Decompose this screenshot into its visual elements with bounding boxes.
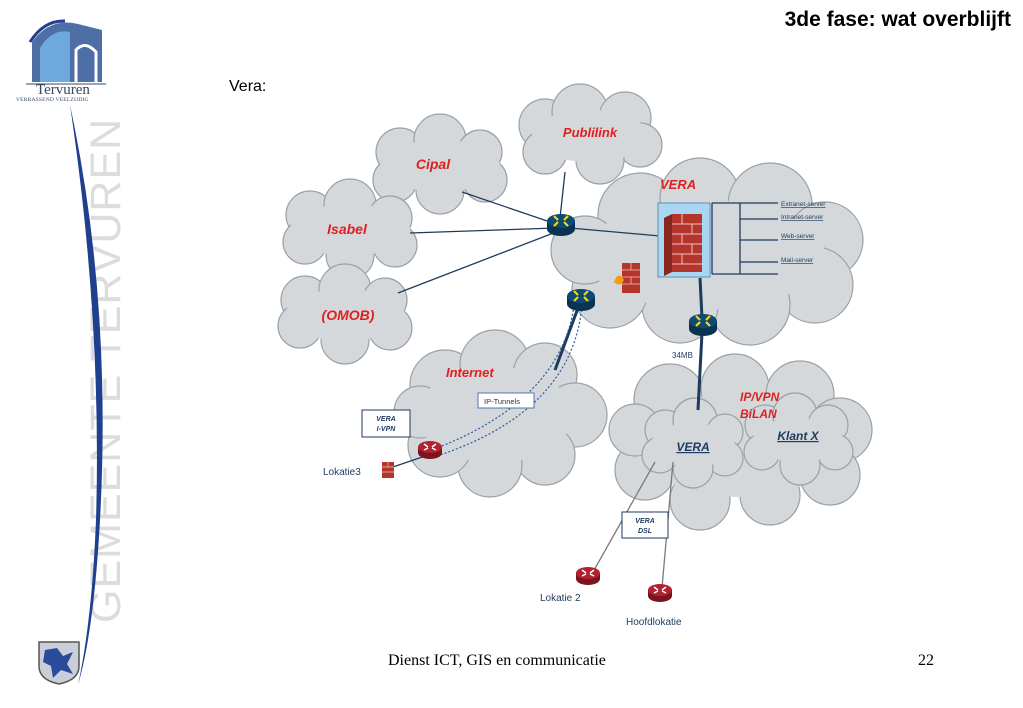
- vera-dsl-box: [621, 511, 669, 539]
- cloud-omob: [277, 263, 413, 365]
- vera-dsl-line2: DSL: [638, 528, 652, 535]
- cloud-klant-x: [743, 392, 854, 486]
- lokatie3-label: Lokatie3: [323, 467, 361, 478]
- label-vera-main: VERA: [660, 177, 696, 192]
- label-isabel: Isabel: [327, 221, 368, 237]
- lokatie2-label: Lokatie 2: [540, 593, 581, 604]
- hoofdlokatie-label: Hoofdlokatie: [626, 617, 682, 628]
- router-ipvpn-icon: [687, 312, 719, 338]
- label-klant-x: Klant X: [777, 429, 819, 443]
- server-label: Intranet-server: [781, 214, 824, 221]
- label-ipvpn-line2: BiLAN: [740, 407, 777, 421]
- page-number: 22: [918, 652, 934, 669]
- cloud-cipal: [372, 113, 508, 215]
- lokatie3-firewall-icon: [382, 462, 394, 478]
- vera-ivpn-box: [361, 409, 411, 438]
- cloud-isabel: [282, 178, 418, 280]
- cloud-publilink: [518, 83, 663, 185]
- small-firewall-icon: [614, 263, 640, 293]
- cloud-vera-inner: [641, 397, 744, 489]
- vera-ivpn-line2: I-VPN: [377, 426, 397, 433]
- server-label: Extranet-server: [781, 201, 826, 208]
- label-publilink: Publilink: [563, 125, 618, 140]
- firewall-icon: [657, 202, 711, 278]
- ip-tunnel-lines: [436, 305, 583, 456]
- logo-tagline: VERRASSEND VEELZIJDIG: [16, 97, 89, 103]
- router-hoofdlokatie-icon: [647, 583, 673, 603]
- label-cipal: Cipal: [416, 156, 451, 172]
- ip-tunnels-box: [477, 392, 535, 409]
- tervuren-logo-icon: [26, 19, 106, 85]
- cloud-internet: [393, 329, 608, 498]
- ip-tunnels-label: IP-Tunnels: [484, 397, 520, 406]
- label-ipvpn-line1: IP/VPN: [740, 390, 780, 404]
- server-label: Web-server: [781, 233, 815, 240]
- speed-label: 34MB: [672, 351, 693, 360]
- label-omob: (OMOB): [322, 307, 375, 323]
- router-lokatie3-icon: [417, 440, 443, 460]
- vera-dsl-line1: VERA: [635, 518, 654, 525]
- slide-title: 3de fase: wat overblijft: [784, 8, 1011, 31]
- label-internet: Internet: [446, 365, 494, 380]
- coat-of-arms-icon: [38, 641, 80, 685]
- router-internet-icon: [565, 287, 597, 313]
- router-lokatie2-icon: [575, 566, 601, 586]
- decorative-blue-sweep: [70, 105, 103, 685]
- slide-subtitle: Vera:: [229, 78, 267, 95]
- server-label: Mail-server: [781, 257, 814, 264]
- router-core-icon: [545, 212, 577, 238]
- logo-name: Tervuren: [36, 82, 90, 98]
- label-vera-inner: VERA: [676, 440, 709, 454]
- footer-department: Dienst ICT, GIS en communicatie: [388, 652, 606, 669]
- vera-ivpn-line1: VERA: [376, 416, 395, 423]
